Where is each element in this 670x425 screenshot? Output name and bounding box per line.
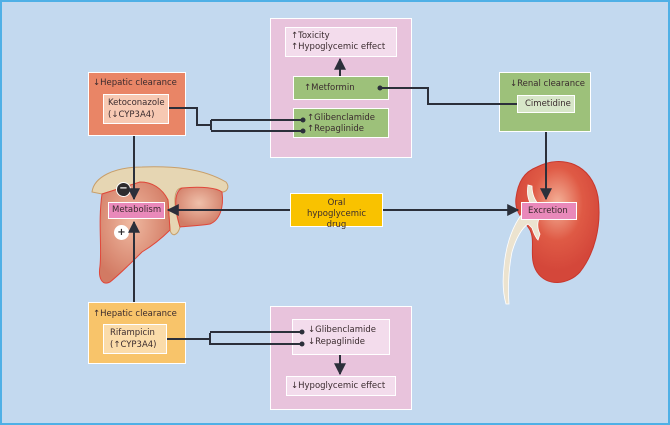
outcome-hypoglycemic-effect-decrease: ↓Hypoglycemic effect	[291, 381, 386, 391]
cimetidine-label: Cimetidine	[525, 99, 571, 109]
dot-metformin	[377, 85, 383, 91]
oral-hypoglycemic-drug-box: Oral hypoglycemic drug	[290, 193, 383, 230]
decreased-effect-box: ↓Hypoglycemic effect	[286, 376, 396, 396]
excretion-box: Excretion	[521, 202, 577, 220]
outcome-toxicity: ↑Toxicity	[291, 31, 330, 41]
dot-glibenclamide-up	[300, 117, 306, 123]
cyp3a4-induction-label: (↑CYP3A4)	[110, 340, 157, 350]
metabolism-label: Metabolism	[112, 205, 162, 215]
increased-effect-box: ↑Toxicity ↑Hypoglycemic effect	[285, 27, 397, 57]
repaglinide-up-label: ↑Repaglinide	[307, 124, 364, 134]
rifampicin-label: Rifampicin	[110, 328, 155, 338]
repaglinide-down-label: ↓Repaglinide	[308, 337, 365, 347]
cyp3a4-inhibition-label: (↓CYP3A4)	[108, 110, 155, 120]
outcome-hypoglycemic-effect: ↑Hypoglycemic effect	[291, 42, 386, 52]
dot-repaglinide-up	[300, 128, 306, 134]
dot-repaglinide-down	[299, 341, 305, 347]
cimetidine-box: Cimetidine	[517, 95, 575, 113]
metabolism-box: Metabolism	[108, 202, 165, 219]
glibenclamide-up-label: ↑Glibenclamide	[307, 113, 375, 123]
oral-hypoglycemic-drug-label: Oral hypoglycemic drug	[306, 198, 367, 230]
ketoconazole-label: Ketoconazole	[108, 98, 165, 108]
hepatic-clearance-decrease-label: ↓Hepatic clearance	[93, 78, 177, 88]
hepatic-clearance-increase-label: ↑Hepatic clearance	[93, 309, 177, 319]
glibenclamide-down-label: ↓Glibenclamide	[308, 325, 376, 335]
rifampicin-box: Rifampicin (↑CYP3A4)	[103, 324, 167, 354]
ketoconazole-box: Ketoconazole (↓CYP3A4)	[103, 94, 169, 124]
connector-ketoconazole-to-drugs	[169, 107, 211, 126]
sulfonylurea-down-box: ↓Glibenclamide ↓Repaglinide	[292, 319, 390, 355]
connector-cimetidine-to-metformin	[380, 87, 517, 105]
sulfonylurea-up-box: ↑Glibenclamide ↑Repaglinide	[293, 108, 389, 138]
metformin-label: ↑Metformin	[304, 83, 355, 93]
excretion-label: Excretion	[528, 206, 568, 216]
dot-glibenclamide-down	[299, 329, 305, 335]
metformin-box: ↑Metformin	[293, 76, 389, 100]
renal-clearance-decrease-label: ↓Renal clearance	[510, 79, 586, 89]
